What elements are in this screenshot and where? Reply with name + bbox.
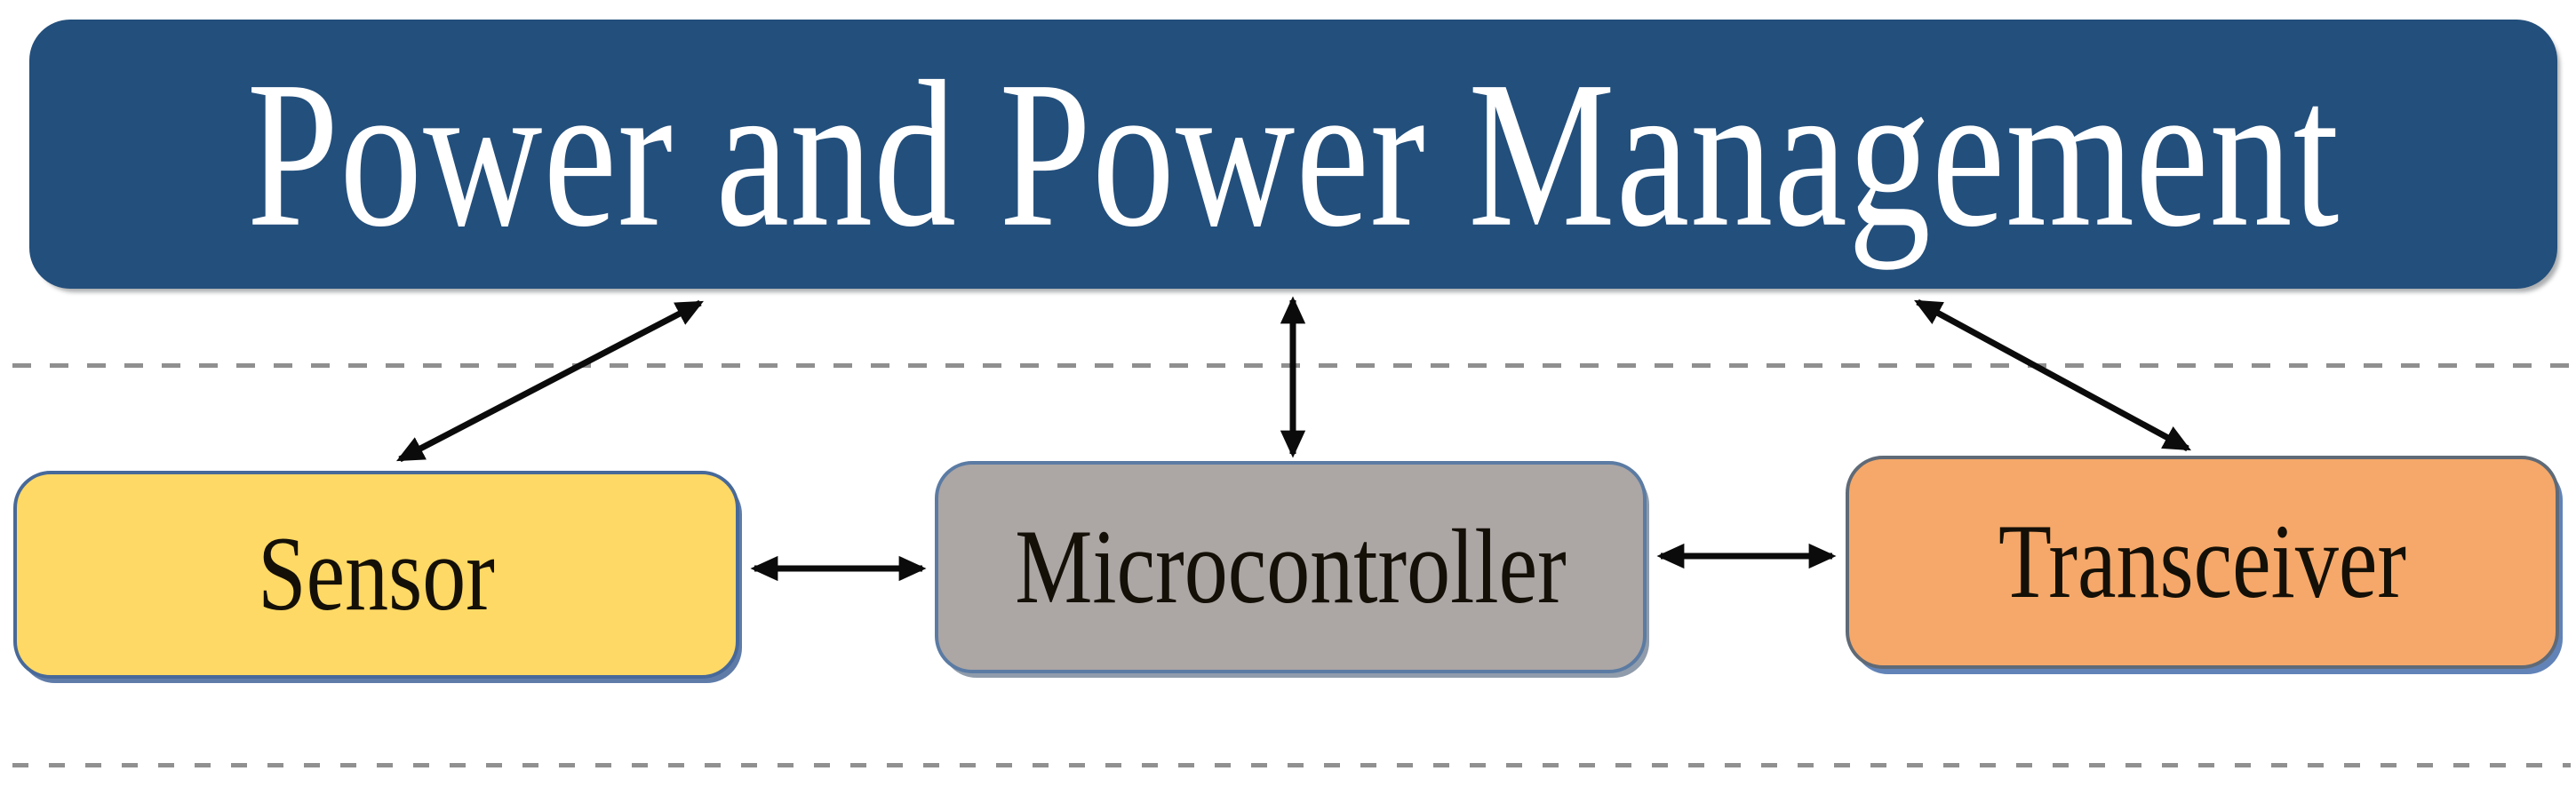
microcontroller-node: Microcontroller xyxy=(935,461,1647,673)
power-management-node: Power and Power Management xyxy=(29,20,2557,289)
arrow-power-sensor xyxy=(396,299,704,463)
sensor-node: Sensor xyxy=(13,471,739,679)
power-management-label: Power and Power Management xyxy=(246,37,2341,271)
transceiver-label: Transceiver xyxy=(1998,504,2407,621)
dashed-separator-top xyxy=(12,363,2571,368)
sensor-label: Sensor xyxy=(258,516,495,633)
arrow-power-transceiver xyxy=(1914,298,2191,452)
microcontroller-label: Microcontroller xyxy=(1015,508,1567,626)
dashed-separator-bottom xyxy=(12,763,2571,767)
transceiver-node: Transceiver xyxy=(1846,456,2559,669)
